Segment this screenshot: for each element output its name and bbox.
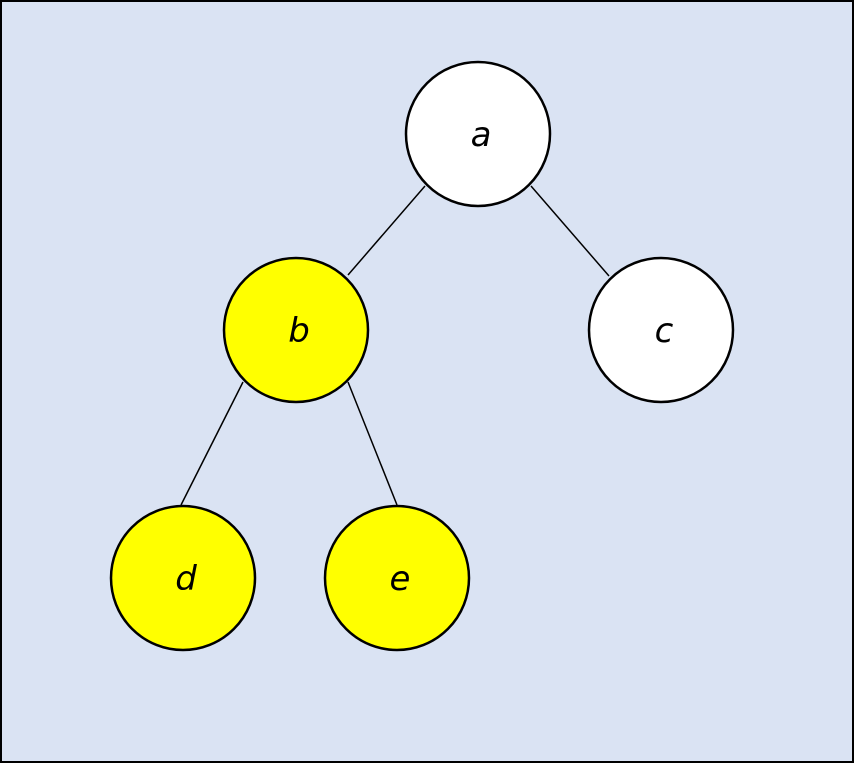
node-d-label: d [175, 559, 197, 599]
node-d: d [109, 504, 257, 652]
node-e-label: e [390, 559, 411, 599]
node-c: c [587, 256, 735, 404]
node-a-label: a [471, 115, 492, 155]
node-e-circle [323, 504, 471, 652]
node-b: b [222, 256, 370, 404]
node-b-circle [222, 256, 370, 404]
node-c-circle [587, 256, 735, 404]
node-b-label: b [288, 311, 310, 351]
nodes: a b c d e [109, 60, 735, 652]
node-d-circle [109, 504, 257, 652]
node-e: e [323, 504, 471, 652]
node-c-label: c [655, 311, 674, 351]
edge-a-c [530, 185, 610, 277]
node-a-circle [404, 60, 552, 208]
edges [180, 185, 610, 506]
edge-b-d [180, 381, 244, 506]
edge-b-e [347, 381, 398, 506]
edge-a-b [347, 185, 426, 276]
node-a: a [404, 60, 552, 208]
